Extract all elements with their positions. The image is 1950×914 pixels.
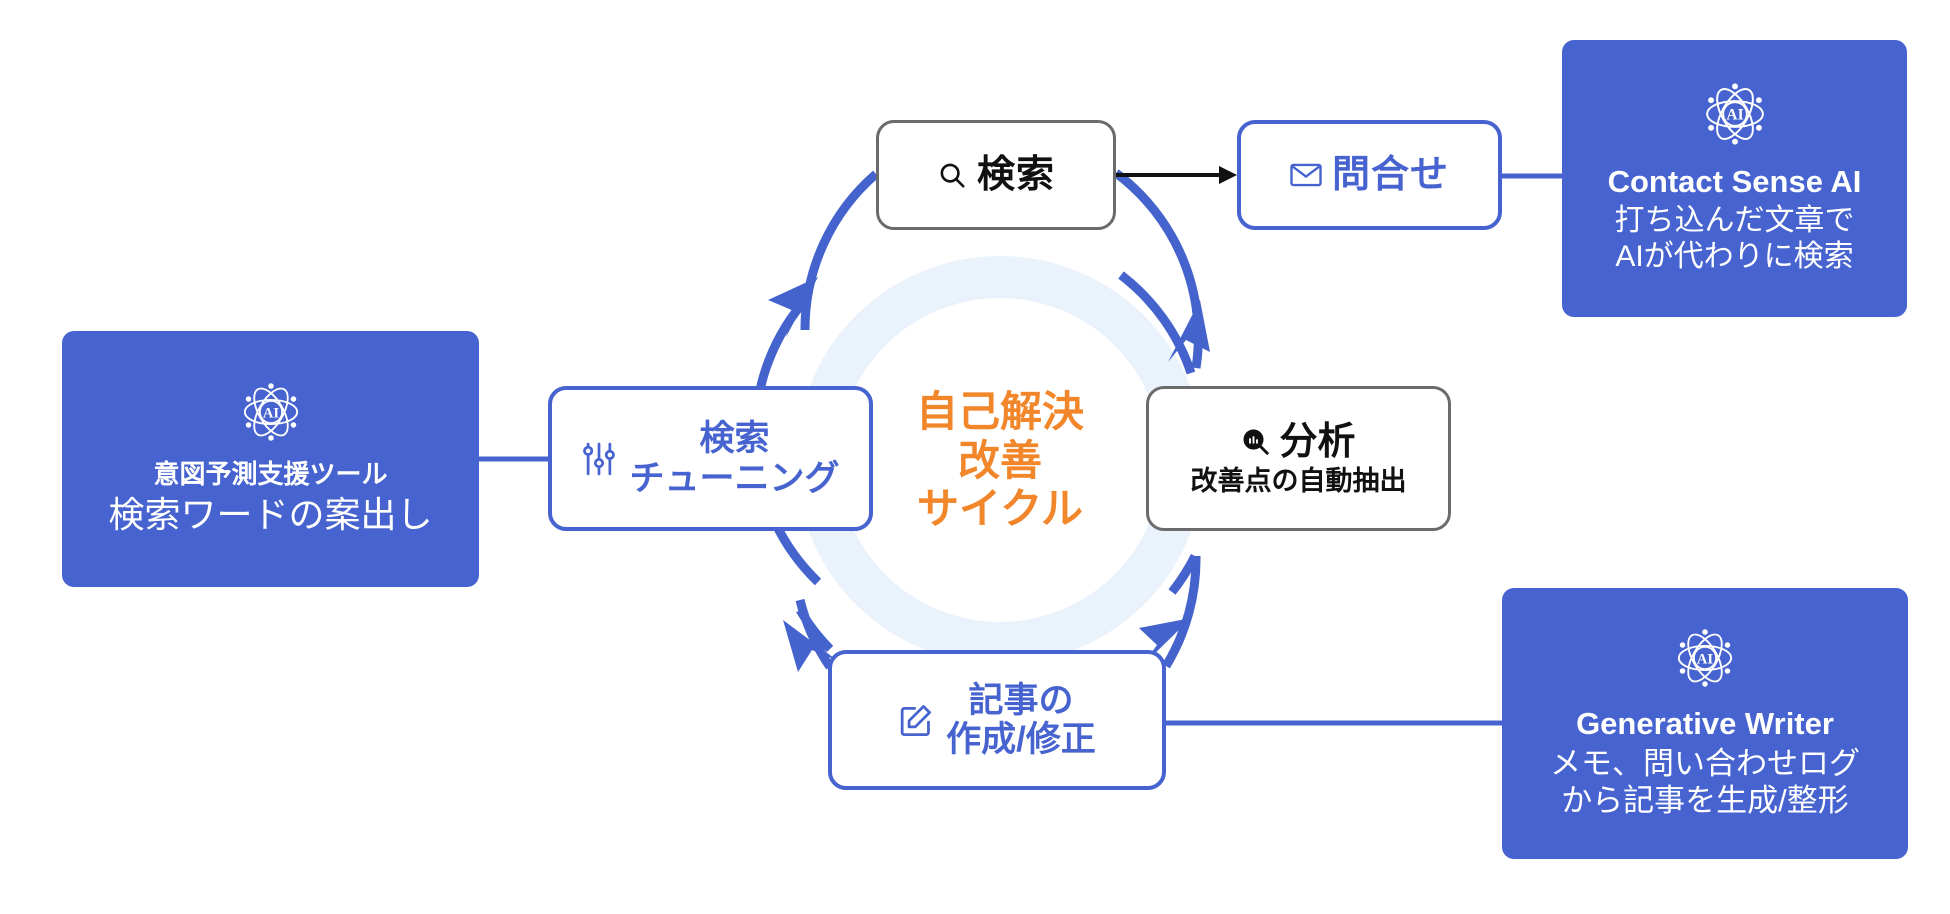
node-analysis[interactable]: 分析 改善点の自動抽出 bbox=[1146, 386, 1451, 531]
node-tuning-content: 検索 チューニング bbox=[629, 419, 839, 497]
svg-text:AI: AI bbox=[1697, 651, 1713, 667]
node-search[interactable]: 検索 bbox=[876, 120, 1116, 230]
cycle-arc-upper-left bbox=[800, 170, 879, 331]
card-writer-title: Generative Writer bbox=[1576, 705, 1834, 741]
card-intent-prediction-tool[interactable]: AI 意図予測支援ツール 検索ワードの案出し bbox=[62, 331, 479, 587]
node-analysis-label: 分析 bbox=[1279, 421, 1356, 464]
cycle-center-line-2: 改善 bbox=[957, 436, 1042, 484]
node-search-label: 検索 bbox=[976, 153, 1055, 196]
cycle-arrowhead-top-right bbox=[1168, 300, 1210, 362]
connector-arrowhead-inquiry bbox=[1219, 166, 1237, 184]
card-contact-body-line1: 打ち込んだ文章で bbox=[1614, 203, 1855, 237]
card-intent-body-line1: 検索ワードの案出し bbox=[108, 493, 433, 535]
cycle-arc-lower-left bbox=[795, 598, 834, 670]
card-contact-title: Contact Sense AI bbox=[1607, 164, 1862, 200]
search-icon bbox=[937, 160, 967, 190]
card-writer-body-line2: から記事を生成/整形 bbox=[1561, 783, 1849, 819]
chart-magnifier-icon bbox=[1241, 427, 1271, 457]
cycle-arc-search-to-analysis bbox=[1118, 271, 1196, 375]
edit-square-icon bbox=[898, 702, 934, 738]
cycle-arc-analysis-to-article bbox=[1168, 553, 1200, 595]
node-inquiry[interactable]: 問合せ bbox=[1237, 120, 1502, 230]
svg-text:AI: AI bbox=[1726, 107, 1743, 124]
node-inquiry-content: 問合せ bbox=[1290, 154, 1449, 197]
card-intent-title: 意図予測支援ツール bbox=[153, 459, 388, 490]
node-article[interactable]: 記事の 作成/修正 bbox=[828, 650, 1166, 790]
node-article-line2: 作成/修正 bbox=[946, 720, 1096, 759]
node-tuning-line2: チューニング bbox=[629, 458, 840, 498]
card-contact-sense-ai[interactable]: AI Contact Sense AI 打ち込んだ文章で AIが代わりに検索 bbox=[1562, 40, 1907, 317]
cycle-arc-upper-right bbox=[1113, 169, 1203, 369]
node-analysis-content: 分析 改善点の自動抽出 bbox=[1191, 421, 1407, 496]
mail-icon bbox=[1290, 162, 1322, 188]
cycle-center-line-1: 自己解決 bbox=[915, 388, 1084, 435]
node-inquiry-label: 問合せ bbox=[1331, 153, 1449, 196]
ai-atom-icon: AI bbox=[240, 381, 302, 448]
ai-atom-icon: AI bbox=[1674, 627, 1736, 694]
svg-text:AI: AI bbox=[262, 405, 278, 421]
sliders-icon bbox=[581, 440, 617, 478]
ai-atom-icon: AI bbox=[1702, 81, 1768, 152]
card-generative-writer[interactable]: AI Generative Writer メモ、問い合わせログ から記事を生成/… bbox=[1502, 588, 1908, 859]
node-article-line1: 記事の bbox=[968, 680, 1074, 720]
node-analysis-subtitle: 改善点の自動抽出 bbox=[1190, 465, 1407, 496]
cycle-arc-article-to-tuning bbox=[796, 607, 834, 653]
cycle-arc-lower-right bbox=[1162, 555, 1201, 669]
card-writer-body-line1: メモ、問い合わせログ bbox=[1550, 745, 1860, 781]
card-contact-body-line2: AIが代わりに検索 bbox=[1615, 240, 1854, 274]
node-tuning-line1: 検索 bbox=[699, 419, 770, 459]
node-search-content: 検索 bbox=[937, 154, 1055, 197]
cycle-center-label: 自己解決 改善 サイクル bbox=[880, 388, 1120, 534]
cycle-center-line-3: サイクル bbox=[917, 485, 1083, 533]
node-tuning[interactable]: 検索 チューニング bbox=[548, 386, 873, 531]
cycle-arrowhead-top-left bbox=[768, 277, 818, 337]
node-article-content: 記事の 作成/修正 bbox=[946, 681, 1096, 759]
